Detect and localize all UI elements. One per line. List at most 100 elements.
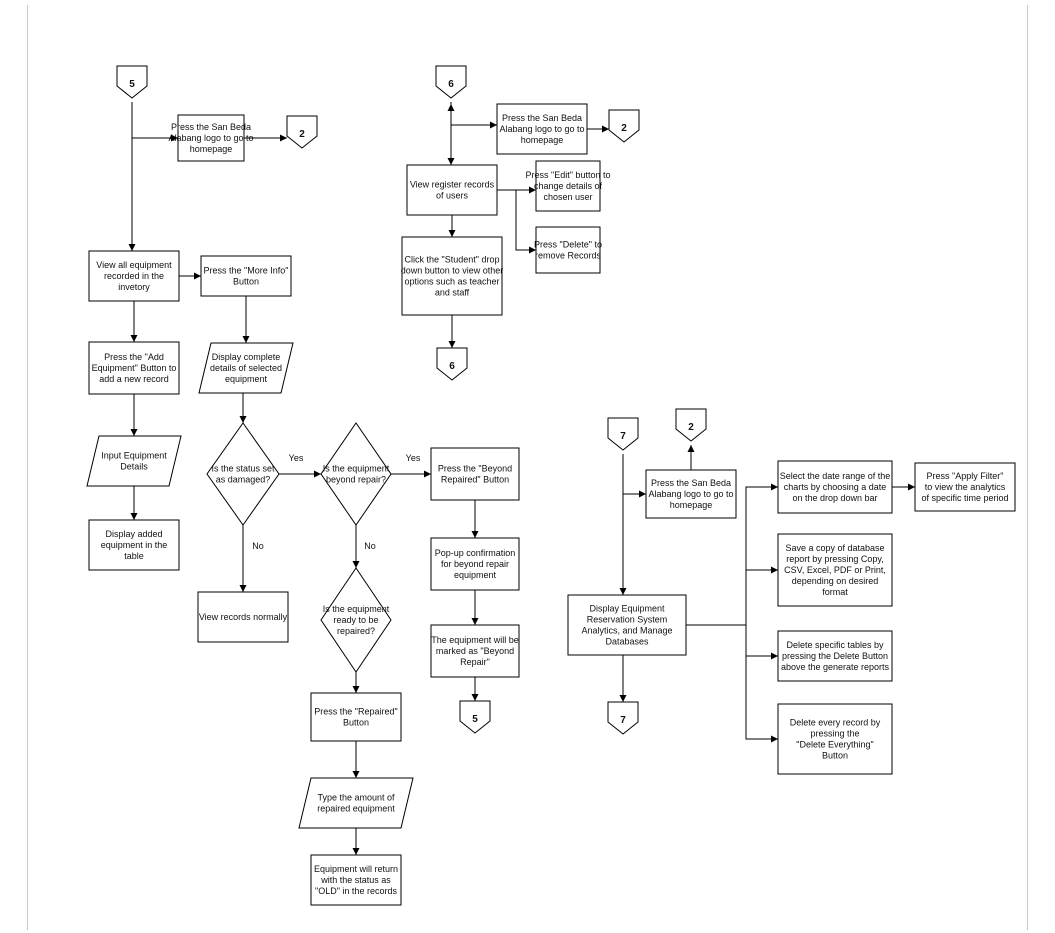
connector-shape bbox=[286, 115, 318, 149]
node-label-line: Press the "Repaired" bbox=[314, 707, 397, 717]
process-shape bbox=[645, 469, 737, 519]
node-label-line: Press "Delete" to bbox=[534, 240, 602, 250]
node-label-line: Press "Apply Filter" bbox=[927, 471, 1004, 481]
io-shape bbox=[298, 777, 414, 829]
node-label-line: equipment in the bbox=[101, 540, 168, 550]
node-label-line: Equipment will return bbox=[314, 864, 398, 874]
node-label-line: Press the "Beyond bbox=[438, 464, 512, 474]
node-label-line: homepage bbox=[521, 135, 564, 145]
process-shape bbox=[777, 703, 893, 775]
node-label-line: Press "Edit" button to bbox=[526, 170, 611, 180]
node-label-line: Button bbox=[343, 718, 369, 728]
node-label-line: Alabang logo to go to bbox=[168, 133, 253, 143]
connector-label: 7 bbox=[620, 431, 626, 442]
node-n-view-normally: View records normally bbox=[197, 591, 289, 643]
node-label-line: Analytics, and Manage bbox=[581, 626, 672, 636]
node-label-line: repaired? bbox=[337, 626, 375, 636]
node-label-line: CSV, Excel, PDF or Print, bbox=[784, 565, 886, 575]
node-label-line: table bbox=[124, 551, 144, 561]
node-label-line: charts by choosing a date bbox=[784, 482, 887, 492]
node-label-line: Alabang logo to go to bbox=[648, 489, 733, 499]
node-label-line: The equipment will be bbox=[431, 635, 519, 645]
process-shape bbox=[200, 255, 292, 297]
process-shape bbox=[197, 591, 289, 643]
connector-label: 6 bbox=[449, 361, 455, 372]
node-label-line: equipment bbox=[225, 374, 268, 384]
node-label-line: recorded in the bbox=[104, 271, 164, 281]
node-n-repaired-btn: Press the "Repaired"Button bbox=[310, 692, 402, 742]
node-label-line: remove Records bbox=[535, 251, 602, 261]
edge-label-yes-2: Yes bbox=[406, 453, 421, 463]
node-label-line: options such as teacher bbox=[404, 277, 499, 287]
flow-arrow bbox=[515, 190, 536, 254]
node-c2-b: 2 bbox=[608, 109, 640, 143]
node-label-line: down button to view other bbox=[401, 266, 504, 276]
process-shape bbox=[401, 236, 503, 316]
edge-label-no-1: No bbox=[252, 541, 264, 551]
connector-shape bbox=[608, 109, 640, 143]
node-n-more-info: Press the "More Info"Button bbox=[200, 255, 292, 297]
connector-label: 2 bbox=[688, 422, 694, 433]
node-label-line: details of selected bbox=[210, 363, 282, 373]
process-shape bbox=[777, 460, 893, 514]
node-label-line: Delete specific tables by bbox=[786, 640, 884, 650]
node-label-line: and staff bbox=[435, 288, 470, 298]
node-label-line: repaired equipment bbox=[317, 804, 395, 814]
node-label-line: depending on desired bbox=[792, 576, 879, 586]
connector-shape bbox=[459, 700, 491, 734]
node-label-line: homepage bbox=[670, 500, 713, 510]
node-c5-bottom: 5 bbox=[459, 700, 491, 734]
connector-label: 2 bbox=[299, 129, 305, 140]
node-label-line: Pop-up confirmation bbox=[435, 548, 516, 558]
process-shape bbox=[535, 160, 601, 212]
connector-label: 7 bbox=[620, 715, 626, 726]
connector-label: 6 bbox=[448, 79, 454, 90]
process-shape bbox=[310, 692, 402, 742]
edge-label-yes-1: Yes bbox=[289, 453, 304, 463]
node-label-line: report by pressing Copy, bbox=[786, 554, 883, 564]
node-label-line: Button bbox=[233, 277, 259, 287]
node-label-line: "OLD" in the records bbox=[315, 886, 397, 896]
node-c6-bottom: 6 bbox=[436, 347, 468, 381]
node-label-line: of specific time period bbox=[921, 493, 1008, 503]
node-label-line: View register records bbox=[410, 180, 495, 190]
node-label-line: Type the amount of bbox=[317, 793, 395, 803]
node-label-line: Input Equipment bbox=[101, 451, 167, 461]
node-label-line: Press the San Beda bbox=[171, 122, 251, 132]
node-label-line: Press the "More Info" bbox=[204, 266, 289, 276]
process-shape bbox=[567, 594, 687, 656]
connector-shape bbox=[436, 347, 468, 381]
diagram-frame bbox=[27, 5, 1028, 930]
process-shape bbox=[496, 103, 588, 155]
io-shape bbox=[198, 342, 294, 394]
node-label-line: change details of bbox=[534, 181, 603, 191]
node-label-line: Equipment" Button to bbox=[92, 363, 177, 373]
node-label-line: to view the analytics bbox=[925, 482, 1006, 492]
process-shape bbox=[430, 537, 520, 591]
node-label-line: View all equipment bbox=[96, 260, 172, 270]
node-label-line: "Delete Everything" bbox=[796, 740, 873, 750]
node-label-line: Reservation System bbox=[587, 615, 668, 625]
io-shape bbox=[86, 435, 182, 487]
edge-label-no-2: No bbox=[364, 541, 376, 551]
node-label-line: with the status as bbox=[320, 875, 391, 885]
node-label-line: beyond repair? bbox=[326, 475, 386, 485]
process-shape bbox=[406, 164, 498, 216]
node-label-line: marked as "Beyond bbox=[436, 646, 514, 656]
flow-arrow bbox=[745, 625, 778, 743]
node-label-line: Click the "Student" drop bbox=[405, 255, 500, 265]
process-shape bbox=[535, 226, 601, 274]
node-label-line: of users bbox=[436, 191, 469, 201]
